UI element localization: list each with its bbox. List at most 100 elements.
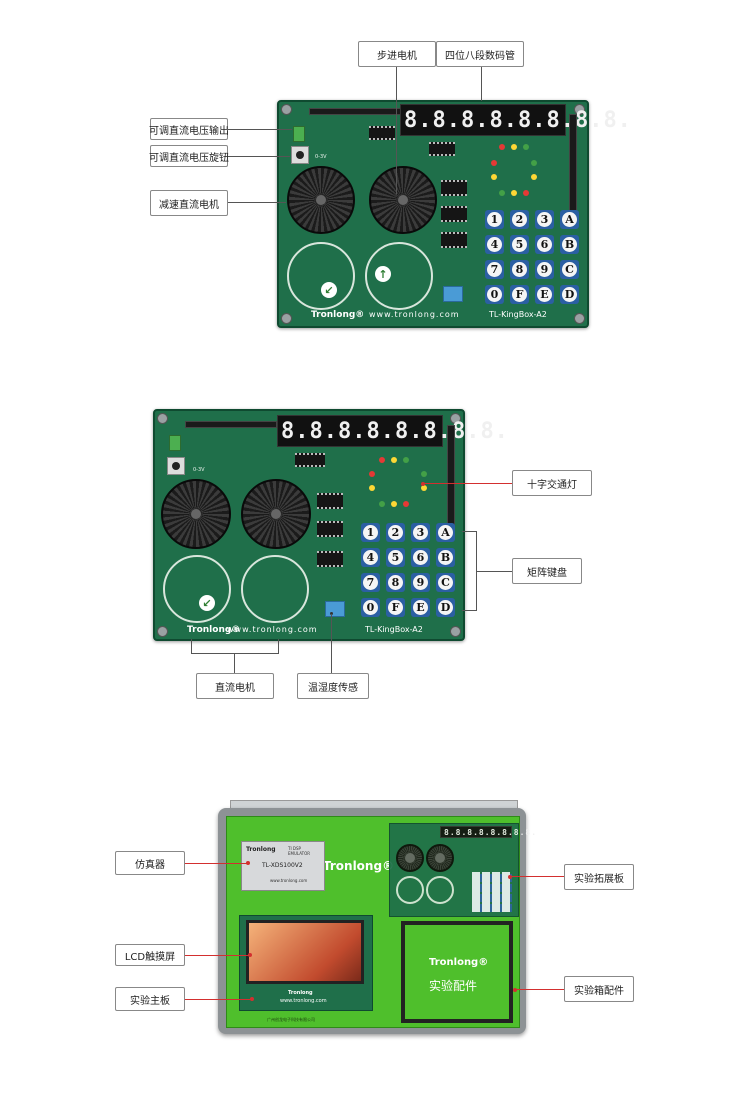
emulator-url: www.tronlong.com [270,878,308,883]
mainboard-url: www.tronlong.com [280,998,327,1004]
mini-ring [426,876,454,904]
mini-fan [426,844,454,872]
pin-header [185,421,277,428]
leader-line [423,483,512,484]
experiment-case: Tronlong® Tronlong TI DSP EMULATOR TL-XD… [218,808,536,1034]
case-footer: 广州创龙电子科技有限公司 [267,1017,315,1022]
keypad-key: C [436,573,455,592]
bracket-line [462,610,476,611]
traffic-led [491,174,497,180]
keypad-key: 0 [485,285,504,304]
mini-fan [396,844,424,872]
mainboard-brand: Tronlong [288,990,313,996]
lcd-screen [246,920,364,984]
ic-chip [317,493,343,509]
keypad-key: E [411,598,430,617]
traffic-led [369,485,375,491]
ic-chip [317,551,343,567]
geared-motor-fan [287,166,355,234]
mainboard: Tronlong www.tronlong.com [239,915,373,1011]
keypad-key: 3 [535,210,554,229]
keypad-key: F [510,285,529,304]
ic-chip [429,142,455,156]
callout-traffic-light: 十字交通灯 [512,470,592,496]
keypad-key: 2 [510,210,529,229]
ic-chip [295,453,325,467]
case-brand: Tronlong® [323,859,395,873]
traffic-led [491,160,497,166]
screw-icon [281,104,292,115]
segment-digits: 8.8.8.8. [404,107,518,133]
matrix-keypad: 1 2 3 A 4 5 6 B 7 8 9 C 0 F E D [361,523,457,619]
keypad-key: 6 [535,235,554,254]
traffic-led [379,457,385,463]
traffic-led [421,471,427,477]
seven-segment-display: 8.8.8.8. 8.8.8.8. [277,415,508,447]
ic-chip [317,521,343,537]
case-inner-panel: Tronlong® Tronlong TI DSP EMULATOR TL-XD… [226,816,536,1028]
dc-motor-ring [287,242,355,310]
screw-icon [574,104,585,115]
stepper-motor-fan [241,479,311,549]
dc-motor-ring [163,555,231,623]
arrow-icon: ↑ [375,266,391,282]
callout-temp-humidity: 温湿度传感 [297,673,369,699]
screw-icon [574,313,585,324]
keypad-key: C [560,260,579,279]
leader-line [510,876,564,877]
traffic-led [531,160,537,166]
callout-seven-segment: 四位八段数码管 [436,41,524,67]
voltage-knob [167,457,185,475]
traffic-led [403,501,409,507]
segment-digits: 8.8.8.8. [281,418,395,444]
board-brand: Tronlong® [311,310,365,320]
traffic-led [499,144,505,150]
traffic-led [391,457,397,463]
bracket-line [462,531,476,532]
emulator: Tronlong TI DSP EMULATOR TL-XDS100V2 www… [241,841,325,891]
experiment-board-1: 0-3V 8.8.8.8. 8.8.8.8. ↙ ↑ 1 2 3 A [277,100,631,328]
keypad-key: 2 [386,523,405,542]
seven-segment-display: 8.8.8.8. 8.8.8.8. [400,104,631,136]
traffic-led [531,174,537,180]
stepper-motor-fan [369,166,437,234]
leader-dot [421,482,425,486]
board-url: www.tronlong.com [227,625,318,634]
matrix-keypad: 1 2 3 A 4 5 6 B 7 8 9 C 0 F E D [485,210,581,306]
leader-line [228,156,290,157]
mini-ring [396,876,424,904]
leader-dot [330,612,333,615]
callout-stepper-motor: 步进电机 [358,41,436,67]
callout-matrix-keypad: 矩阵键盘 [512,558,582,584]
board-label: 0-3V [315,154,327,160]
accessories-label: 实验配件 [429,979,478,993]
screw-icon [281,313,292,324]
callout-dc-voltage-knob: 可调直流电压旋钮 [149,145,229,167]
expansion-board: 8.8.8.8. 8.8.8.8. [389,823,536,917]
emulator-model: TL-XDS100V2 [262,862,303,869]
callout-emulator: 仿真器 [115,851,185,875]
leader-dot [246,861,250,865]
keypad-key: D [436,598,455,617]
board-model: TL-KingBox-A2 [489,310,547,319]
callout-dc-voltage-out: 可调直流电压输出 [149,118,229,140]
voltage-terminal [169,435,181,451]
accessories-box: Tronlong® 实验配件 [401,921,513,1023]
keypad-key: B [560,235,579,254]
keypad-key: 4 [485,235,504,254]
keypad-key: 3 [411,523,430,542]
leader-dot [508,875,512,879]
keypad-key: A [560,210,579,229]
keypad-key: 0 [361,598,380,617]
accessories-label-panel: Tronlong® 实验配件 [405,925,509,1019]
keypad-key: 7 [485,260,504,279]
screw-icon [157,626,168,637]
leader-line [228,202,286,203]
keypad-key: 1 [485,210,504,229]
leader-line [228,129,292,130]
keypad-key: E [535,285,554,304]
bracket-line [191,639,192,653]
keypad-key: 8 [510,260,529,279]
leader-line [515,989,564,990]
